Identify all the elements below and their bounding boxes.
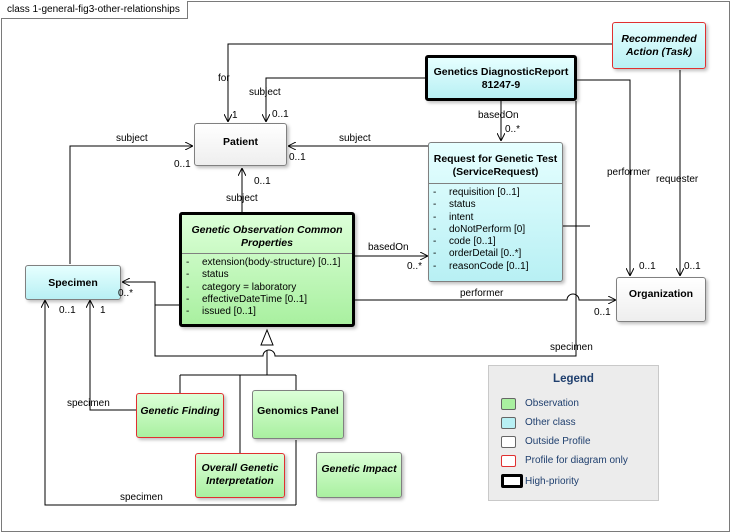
class-genetics-diagnostic-report[interactable]: Genetics DiagnosticReport 81247-9 — [425, 55, 577, 101]
label-finding-specimen-mult: 1 — [100, 305, 106, 316]
label-obs-specimen-mult: 0..* — [118, 288, 134, 299]
class-organization-name: Organization — [628, 288, 694, 300]
edge-report-subject — [266, 77, 425, 122]
class-recommended-action-line2: Action (Task) — [625, 46, 693, 58]
legend-label-high-priority: High-priority — [525, 476, 579, 487]
legend-swatch-observation — [501, 398, 516, 410]
observation-attribute: -category = laboratory — [186, 281, 297, 293]
edge-obs-specimen — [122, 282, 180, 306]
class-report-name: Genetics DiagnosticReport — [433, 66, 569, 78]
label-report-specimen: specimen — [550, 342, 593, 353]
legend-label-outside-profile: Outside Profile — [525, 436, 591, 447]
class-overall-genetic-interpretation[interactable]: Overall Genetic Interpretation — [195, 453, 285, 498]
class-patient[interactable]: Patient — [194, 123, 287, 166]
observation-attribute: -status — [186, 269, 229, 281]
class-recommended-action[interactable]: Recommended Action (Task) — [612, 22, 706, 69]
service-request-attribute: -code [0..1] — [433, 236, 496, 248]
class-observation-common-line1: Genetic Observation Common — [191, 224, 343, 236]
service-request-attribute: -status — [433, 199, 476, 211]
label-report-subject: subject — [249, 87, 281, 98]
class-service-request-line1: Request for Genetic Test — [433, 153, 558, 165]
service-request-attribute: -requisition [0..1] — [433, 187, 520, 198]
label-obs-performer-mult: 0..1 — [594, 307, 611, 318]
class-specimen-name: Specimen — [48, 277, 98, 289]
edge-task-performer — [576, 79, 630, 276]
edge-specimen-subject — [69, 146, 193, 264]
label-obs-basedon: basedOn — [368, 242, 409, 253]
label-obs-subject: subject — [226, 193, 258, 204]
label-org-mult-b: 0..1 — [684, 261, 701, 272]
frame-title-tab: class 1-general-fig3-other-relationships — [1, 1, 188, 19]
label-task-performer: performer — [607, 167, 651, 178]
class-service-request[interactable]: Request for Genetic Test (ServiceRequest… — [428, 142, 563, 282]
edge-finding-specimen — [90, 300, 136, 411]
edge-interp-specimen — [45, 300, 296, 506]
edge-for — [228, 43, 612, 122]
class-patient-name: Patient — [222, 136, 258, 148]
service-request-attribute: -doNotPerform [0] — [433, 223, 526, 235]
class-genetic-finding[interactable]: Genetic Finding — [136, 393, 224, 438]
legend-label-profile-diagram-only: Profile for diagram only — [525, 455, 628, 466]
class-report-code: 81247-9 — [481, 79, 521, 91]
edge-report-specimen — [154, 101, 577, 357]
legend-title: Legend — [553, 373, 594, 385]
service-request-attribute: -intent — [433, 211, 474, 223]
class-genomics-panel[interactable]: Genomics Panel — [252, 390, 344, 439]
label-for-mult: 1 — [232, 110, 238, 121]
class-genetic-impact[interactable]: Genetic Impact — [316, 452, 402, 498]
label-obs-performer: performer — [460, 288, 504, 299]
class-genetic-finding-name: Genetic Finding — [140, 405, 220, 417]
label-specimen-subject-mult: 0..1 — [174, 159, 191, 170]
label-org-mult-a: 0..1 — [639, 261, 656, 272]
class-interpretation-line2: Interpretation — [206, 475, 274, 487]
class-specimen[interactable]: Specimen — [25, 265, 121, 300]
label-report-basedon: basedOn — [478, 110, 519, 121]
label-specimen-subject: subject — [116, 133, 148, 144]
observation-attribute: -issued [0..1] — [186, 306, 256, 318]
service-request-attribute: -reasonCode [0..1] — [433, 260, 529, 272]
class-organization[interactable]: Organization — [616, 277, 706, 322]
legend: Legend Observation Other class Outside P… — [488, 365, 659, 501]
class-genomics-panel-name: Genomics Panel — [257, 405, 339, 417]
legend-label-observation: Observation — [525, 398, 579, 409]
label-task-requester: requester — [656, 174, 699, 185]
label-interp-specimen-mult: 0..1 — [59, 305, 76, 316]
service-request-attributes: -requisition [0..1] -status -intent -doN… — [433, 187, 560, 273]
label-request-subject: subject — [339, 133, 371, 144]
class-observation-common-separator — [182, 253, 352, 254]
class-genetic-observation-common[interactable]: Genetic Observation Common Properties -e… — [179, 212, 355, 327]
label-report-subject-mult: 0..1 — [272, 109, 289, 120]
label-obs-subject-mult: 0..1 — [254, 176, 271, 187]
class-genetic-impact-name: Genetic Impact — [321, 463, 397, 475]
label-report-basedon-mult: 0..* — [505, 124, 521, 135]
legend-swatch-other-class — [501, 417, 516, 429]
class-service-request-separator — [429, 183, 562, 184]
class-recommended-action-line1: Recommended — [621, 33, 697, 45]
observation-attribute: -extension(body-structure) [0..1] — [186, 257, 341, 268]
frame-title: class 1-general-fig3-other-relationships — [7, 4, 180, 15]
class-interpretation-line1: Overall Genetic — [201, 462, 279, 474]
label-interp-specimen: specimen — [120, 492, 163, 503]
legend-swatch-outside-profile — [501, 436, 516, 448]
class-observation-common-line2: Properties — [241, 237, 293, 249]
service-request-attribute: -orderDetail [0..*] — [433, 248, 522, 260]
edge-obs-performer — [355, 293, 616, 300]
legend-label-other-class: Other class — [525, 417, 576, 428]
legend-swatch-high-priority — [501, 474, 523, 488]
observation-common-attributes: -extension(body-structure) [0..1] -statu… — [186, 257, 350, 318]
observation-attribute: -effectiveDateTime [0..1] — [186, 293, 308, 305]
label-request-subject-mult: 0..1 — [289, 152, 306, 163]
label-for: for — [218, 73, 230, 84]
label-obs-basedon-mult: 0..* — [407, 261, 423, 272]
label-finding-specimen: specimen — [67, 398, 110, 409]
generalization-arrowhead — [260, 328, 274, 346]
legend-swatch-profile-diagram-only — [501, 455, 516, 467]
class-service-request-line2: (ServiceRequest) — [452, 166, 539, 178]
